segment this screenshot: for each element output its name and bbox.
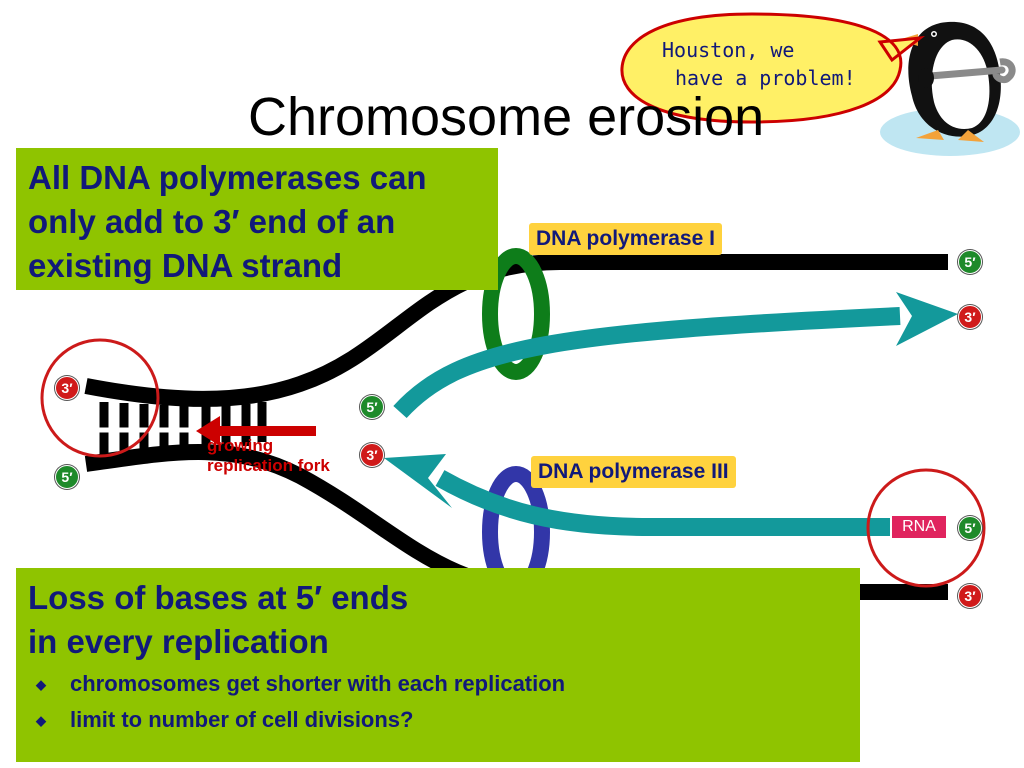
- end-label-left-top: 3′: [55, 376, 79, 400]
- growing-fork-arrow-shaft: [216, 426, 316, 436]
- loss-heading-line-2: in every replication: [28, 623, 329, 660]
- rna-primer-label: RNA: [892, 516, 946, 538]
- leading-strand-arrowhead: [896, 292, 958, 346]
- dna-polymerase-1-ring: [482, 248, 550, 380]
- speech-bubble: [620, 12, 925, 124]
- speech-bubble-text: Houston, we have a problem!: [662, 36, 856, 92]
- highlight-circle-right: [866, 468, 986, 588]
- page-title: Chromosome erosion: [248, 87, 765, 147]
- growing-fork-arrowhead: [196, 416, 220, 446]
- end-label-middle-top: 5′: [360, 395, 384, 419]
- growing-fork-line-2: replication fork: [207, 456, 330, 475]
- highlight-circle-left: [40, 338, 160, 458]
- end-label-right-3: 5′: [958, 516, 982, 540]
- lagging-strand-arrowhead: [384, 454, 452, 508]
- list-item: ◆ chromosomes get shorter with each repli…: [36, 669, 565, 705]
- dna-polymerase-3-label: DNA polymerase III: [531, 456, 736, 488]
- list-item-text: chromosomes get shorter with each replic…: [70, 671, 566, 696]
- diamond-bullet-icon: ◆: [36, 677, 46, 692]
- loss-heading: Loss of bases at 5′ ends in every replic…: [28, 576, 408, 664]
- end-label-middle-bottom: 3′: [360, 443, 384, 467]
- list-item-text: limit to number of cell divisions?: [70, 707, 414, 732]
- end-label-left-bottom: 5′: [55, 465, 79, 489]
- top-callout-text: All DNA polymerases can only add to 3′ e…: [28, 159, 427, 284]
- bottom-callout-box: [16, 568, 860, 762]
- speech-line-2: have a problem!: [675, 66, 856, 90]
- dna-polymerase-1-label: DNA polymerase I: [529, 223, 722, 255]
- speech-line-1: Houston, we: [662, 38, 795, 62]
- growing-fork-line-1: growing: [207, 436, 274, 455]
- top-callout-box: [16, 148, 498, 290]
- end-label-right-2: 3′: [958, 305, 982, 329]
- end-label-right-4: 3′: [958, 584, 982, 608]
- lagging-new-strand: [435, 470, 890, 536]
- diamond-bullet-icon: ◆: [36, 713, 46, 728]
- growing-fork-label: growing replication fork: [207, 436, 330, 476]
- consequence-list: ◆ chromosomes get shorter with each repli…: [36, 669, 565, 741]
- end-label-right-1: 5′: [958, 250, 982, 274]
- leading-new-strand: [393, 307, 901, 419]
- loss-heading-line-1: Loss of bases at 5′ ends: [28, 579, 409, 616]
- list-item: ◆ limit to number of cell divisions?: [36, 705, 565, 741]
